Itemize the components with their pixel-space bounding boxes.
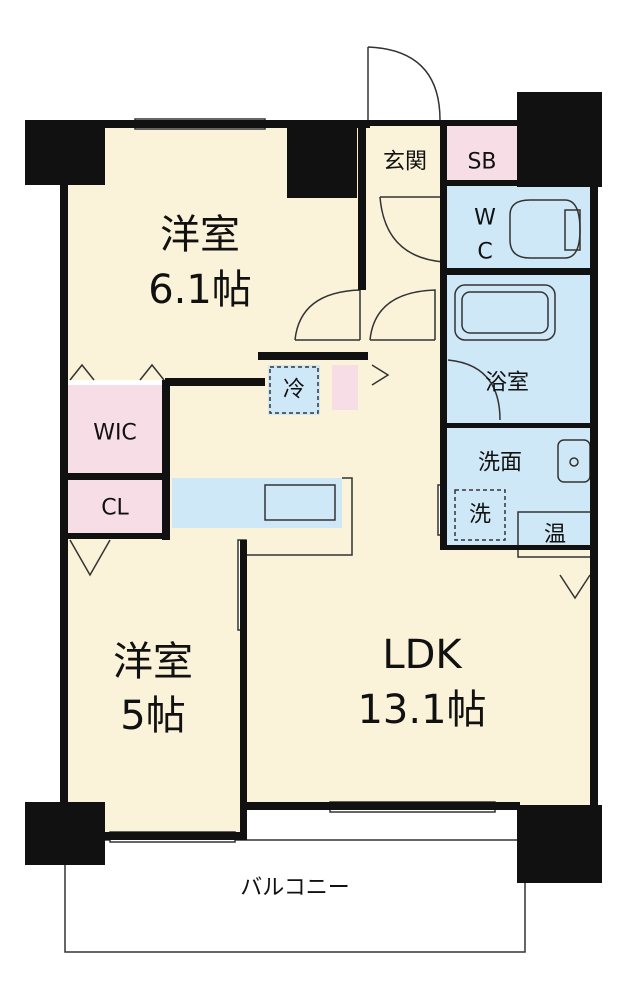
wall-wc-bottom — [445, 268, 595, 275]
bathroom-floor — [445, 275, 595, 425]
western-room-2-floor — [65, 535, 245, 835]
room-labels: 洋室 6.1帖 洋室 5帖 LDK 13.1帖 玄関 SB W C 浴室 洗面 … — [93, 150, 566, 901]
shoe-box-label: SB — [467, 150, 496, 175]
balcony-label: バルコニー — [240, 876, 350, 901]
wall-closet-divider — [60, 473, 170, 480]
wall-closet-bottom — [60, 533, 170, 539]
wall-top-left — [60, 120, 370, 128]
washroom-label: 洗面 — [478, 451, 522, 476]
wall-room1-right — [358, 125, 366, 290]
fridge-label: 冷 — [283, 378, 305, 403]
closet-floor — [65, 480, 162, 535]
wic-label: WIC — [93, 421, 137, 446]
column-top-mid — [287, 120, 357, 198]
wall-room1-bottom — [165, 378, 265, 386]
entry-step-mark — [371, 364, 390, 386]
bathroom-label: 浴室 — [485, 371, 529, 396]
wall-kitchen-left — [162, 380, 170, 540]
balcony-area — [64, 839, 526, 953]
basin-drain — [569, 457, 579, 467]
room1-name: 洋室 — [160, 212, 240, 258]
washer-label: 洗 — [469, 503, 491, 528]
wall-top-mid — [365, 120, 520, 126]
ldk-counter-outline — [245, 477, 353, 556]
room1-size: 6.1帖 — [148, 267, 252, 313]
washer-box — [454, 489, 506, 541]
room2-size: 5帖 — [120, 693, 185, 739]
bathtub-inner — [461, 291, 549, 334]
entrance-label: 玄関 — [383, 150, 427, 175]
column-top-left — [25, 120, 105, 185]
storage-small — [332, 365, 358, 410]
bathtub — [454, 284, 556, 341]
column-bottom-right — [517, 805, 602, 883]
closet-label: CL — [101, 496, 129, 521]
wall-room1-step — [258, 352, 368, 360]
washroom-floor — [445, 425, 595, 545]
fixtures — [69, 199, 593, 600]
wall-wash-bottom — [445, 545, 595, 550]
wall-room2-right — [240, 540, 247, 840]
column-top-right — [517, 92, 602, 187]
room2-name: 洋室 — [113, 639, 193, 685]
water-heater-label: 温 — [544, 523, 566, 548]
ldk-size: 13.1帖 — [357, 687, 486, 733]
shoe-box — [445, 125, 517, 185]
wall-bath-bottom — [445, 423, 595, 428]
closet-door-marks — [69, 363, 165, 577]
wall-right-outer — [590, 180, 598, 810]
bath-door-swing — [447, 359, 501, 421]
front-door-swing — [367, 46, 441, 121]
wall-bottom-ldk — [240, 802, 520, 810]
toilet-label-c: C — [477, 240, 492, 265]
heater-door-mark — [559, 574, 591, 600]
toilet-tank — [564, 209, 581, 251]
kitchen-sink — [264, 484, 336, 521]
toilet-label-w: W — [474, 206, 496, 231]
wic-floor — [65, 385, 162, 473]
walls — [25, 92, 602, 883]
room1-door-swing — [294, 289, 361, 341]
ldk-door-swing — [369, 289, 436, 341]
fridge-box — [269, 366, 319, 414]
wall-wet-left — [440, 125, 447, 550]
entrance-floor — [365, 125, 445, 360]
ldk-name: LDK — [382, 632, 463, 678]
fridge-space — [268, 365, 320, 415]
wall-bottom-room2 — [60, 832, 245, 840]
doors — [294, 46, 501, 421]
column-bottom-left — [25, 802, 105, 865]
entrance-door-swing — [379, 196, 446, 263]
